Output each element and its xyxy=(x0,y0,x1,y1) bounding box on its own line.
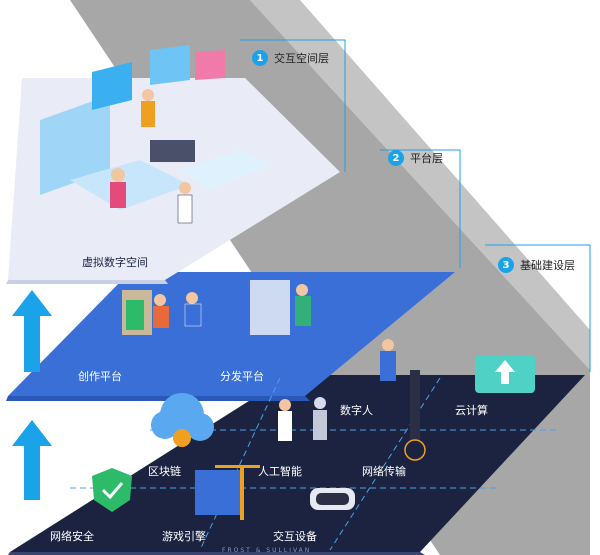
chart-panel-icon xyxy=(92,62,132,110)
laptop-icon xyxy=(150,140,195,162)
grid-line xyxy=(199,377,281,551)
desk-block xyxy=(180,150,270,190)
person-icon xyxy=(295,296,311,326)
infra-label: 数字人 xyxy=(340,404,373,417)
person-icon xyxy=(154,294,166,306)
screen-block xyxy=(70,160,190,210)
person-icon xyxy=(153,306,169,328)
person-icon xyxy=(296,284,308,296)
infra-label: 人工智能 xyxy=(258,465,302,478)
cloud-upload-icon xyxy=(495,360,515,384)
grid-line xyxy=(329,377,441,551)
back-wall-shade xyxy=(250,0,590,370)
digital-human-icon xyxy=(380,351,396,381)
person-icon xyxy=(278,411,292,441)
platform-label: 分发平台 xyxy=(220,370,264,383)
layer-tag-2: 2 平台层 xyxy=(388,150,443,166)
layer-name: 基础建设层 xyxy=(520,259,575,272)
person-icon xyxy=(110,182,126,208)
game-engine-icon xyxy=(195,470,240,515)
top-layer-label: 虚拟数字空间 xyxy=(82,256,148,269)
cloud-icon xyxy=(186,413,214,441)
middle-slab-edge xyxy=(6,396,310,401)
person-icon xyxy=(111,168,125,182)
infra-label: 游戏引擎 xyxy=(162,530,206,543)
connector-line-2 xyxy=(380,149,461,268)
check-icon xyxy=(101,482,124,500)
layer-name: 平台层 xyxy=(410,152,443,165)
digital-human-icon xyxy=(382,339,394,351)
person-icon xyxy=(279,399,291,411)
signal-wave-icon xyxy=(404,439,426,461)
layer-number-badge: 3 xyxy=(498,257,514,273)
up-arrow-icon xyxy=(12,290,52,372)
bitcoin-icon xyxy=(173,429,191,447)
signal-tower-icon xyxy=(410,370,420,440)
up-arrow-icon xyxy=(12,420,52,500)
person-icon xyxy=(141,101,155,127)
platform-label: 创作平台 xyxy=(78,370,122,383)
bottom-slab xyxy=(10,375,585,552)
robot-icon xyxy=(314,397,326,409)
app-icons-panel xyxy=(250,280,290,335)
person-icon xyxy=(177,194,193,224)
shield-icon xyxy=(92,468,132,512)
robot-icon xyxy=(313,410,327,440)
infra-label: 网络传输 xyxy=(362,465,406,478)
watermark: FROST & SULLIVAN xyxy=(222,547,312,554)
crane-icon xyxy=(215,465,260,468)
layer-number-badge: 1 xyxy=(252,50,268,66)
infra-label: 区块链 xyxy=(148,465,181,478)
grid-tiles-icon xyxy=(126,300,144,330)
chart-panel-icon xyxy=(150,45,190,85)
middle-slab xyxy=(8,272,455,396)
connector-line-3 xyxy=(485,244,591,372)
crane-icon xyxy=(240,465,244,520)
layer-tag-3: 3 基础建设层 xyxy=(498,257,575,273)
infra-label: 云计算 xyxy=(455,404,488,417)
layer-tag-1: 1 交互空间层 xyxy=(252,50,329,66)
infra-label: 交互设备 xyxy=(273,530,317,543)
person-icon xyxy=(142,89,154,101)
person-icon xyxy=(179,182,191,194)
person-icon xyxy=(186,292,198,304)
cloud-icon xyxy=(151,411,179,439)
chart-panel-icon xyxy=(195,50,225,80)
connector-line-1 xyxy=(240,39,346,172)
infra-label: 网络安全 xyxy=(50,530,94,543)
bottom-slab-edge xyxy=(8,552,425,555)
layer-number-badge: 2 xyxy=(388,150,404,166)
vr-headset-icon xyxy=(316,493,349,505)
layer-name: 交互空间层 xyxy=(274,52,329,65)
screen-block xyxy=(40,95,110,195)
person-icon xyxy=(184,303,202,327)
top-slab-edge xyxy=(6,280,168,284)
